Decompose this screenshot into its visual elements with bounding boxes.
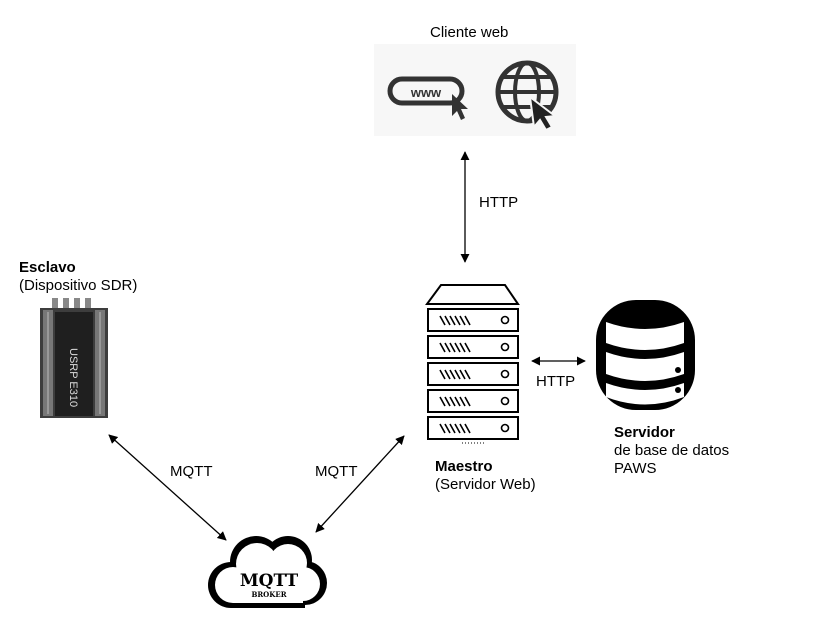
slave-subtitle: (Dispositivo SDR) — [19, 277, 138, 294]
connections — [108, 151, 586, 541]
http-master-database-label: HTTP — [536, 373, 576, 390]
broker-subtitle: BROKER — [251, 590, 286, 599]
sdr-device: USRP E310 — [40, 298, 108, 418]
device-model-label: USRP E310 — [67, 348, 79, 407]
broker-title: MQTT — [240, 571, 299, 591]
slave-broker-arrow — [108, 434, 227, 541]
database-line1: de base de datos — [614, 442, 730, 459]
master-title: Maestro — [435, 458, 493, 475]
web-client-title: Cliente web — [430, 24, 509, 41]
slave-title: Esclavo — [19, 259, 76, 276]
master-broker-arrow — [315, 435, 405, 533]
www-text: www — [410, 85, 442, 100]
mqtt-slave-broker-label: MQTT — [170, 463, 213, 480]
master-subtitle: (Servidor Web) — [435, 476, 536, 493]
mqtt-broker-cloud-icon: MQTT BROKER — [208, 536, 327, 608]
globe-cursor-icon — [495, 60, 559, 132]
server-rack-icon — [425, 284, 520, 444]
www-cursor-icon: www — [387, 76, 468, 120]
database-line2: PAWS — [614, 460, 657, 477]
web-client-panel: www — [374, 44, 576, 136]
http-client-master-label: HTTP — [479, 194, 519, 211]
mqtt-master-broker-label: MQTT — [315, 463, 358, 480]
database-title: Servidor — [614, 424, 675, 441]
database-icon — [596, 300, 695, 410]
